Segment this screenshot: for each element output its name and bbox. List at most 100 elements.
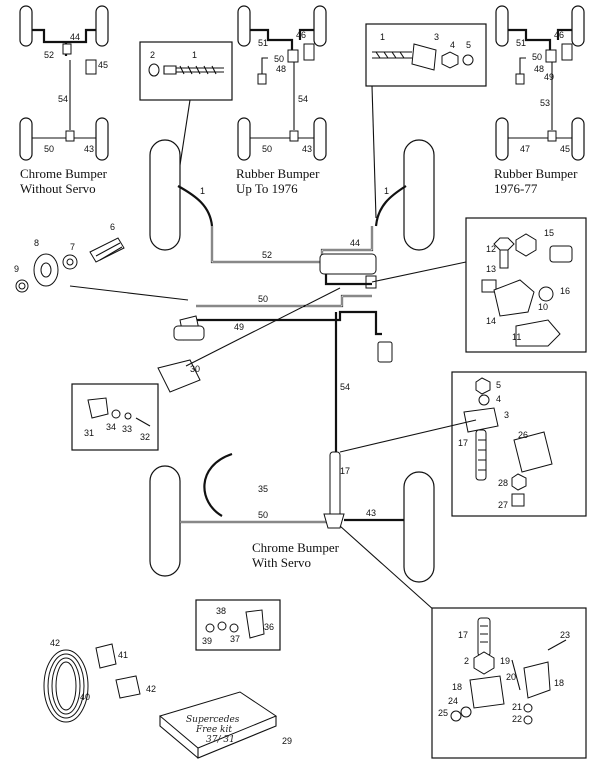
caption-chrome-servo-2: With Servo xyxy=(252,555,311,570)
part-number-label: 31 xyxy=(84,428,94,438)
part-number-label: 24 xyxy=(448,696,458,706)
main-rear-right-wheel xyxy=(403,471,435,583)
caption-rubber-7677-1: Rubber Bumper xyxy=(494,166,578,181)
part-number-label: 4 xyxy=(496,394,501,404)
connector xyxy=(62,43,72,55)
part-number-label: 50 xyxy=(274,54,284,64)
part-number-label: 52 xyxy=(262,250,272,260)
part-number-label: 17 xyxy=(340,466,350,476)
caption-chrome-no-servo-1: Chrome Bumper xyxy=(20,166,108,181)
part-number-label: 19 xyxy=(500,656,510,666)
union-parts: 9 8 7 6 xyxy=(14,222,189,301)
part-number-label: 21 xyxy=(512,702,522,712)
part-number-label: 11 xyxy=(512,332,521,342)
part-number-label: 20 xyxy=(506,672,516,682)
part-number-label: 1 xyxy=(200,186,205,196)
part-number-label: 17 xyxy=(458,438,468,448)
part-number-label: 49 xyxy=(234,322,244,332)
chrome-no-servo-diagram: 44 52 45 54 50 43 Chrome Bumper Without … xyxy=(19,5,109,196)
rubber-1976-diagram: 51 46 50 48 54 50 43 Rubber Bumper Up To… xyxy=(236,5,327,196)
part-number-label: 5 xyxy=(496,380,501,390)
part-number-label: 43 xyxy=(302,144,312,154)
part-number-label: 45 xyxy=(98,60,108,70)
front-right-wheel xyxy=(95,5,109,47)
t-piece xyxy=(65,130,75,142)
part-number-label: 38 xyxy=(216,606,226,616)
part-number-label: 18 xyxy=(452,682,462,692)
part-number-label: 17 xyxy=(458,630,468,640)
box-small: 38 39 37 36 xyxy=(195,599,281,651)
hose-detail-right: 1 3 4 5 xyxy=(365,23,487,219)
part-number-label: Free kit xyxy=(195,725,232,735)
part-number-label: 45 xyxy=(560,144,570,154)
part-number-label: 35 xyxy=(258,484,268,494)
caption-chrome-no-servo-2: Without Servo xyxy=(20,181,96,196)
part-number-label: 30 xyxy=(190,364,200,374)
part-number-label: 7 xyxy=(70,242,75,252)
part-number-label: 34 xyxy=(106,422,116,432)
box-rear: 17 23 2 19 20 18 18 24 25 21 22 xyxy=(431,607,587,759)
part-number-label: 50 xyxy=(532,52,542,62)
part-number-label: 50 xyxy=(258,294,268,304)
part-number-label: 33 xyxy=(122,424,132,434)
part-number-label: 32 xyxy=(140,432,150,442)
part-number-label: 43 xyxy=(84,144,94,154)
part-number-label: 48 xyxy=(276,64,286,74)
part-number-label: 44 xyxy=(70,32,80,42)
part-number-label: 18 xyxy=(554,678,564,688)
part-number-label: 15 xyxy=(544,228,554,238)
part-number-label: Supercedes xyxy=(186,715,240,725)
part-number-label: 37 xyxy=(230,634,240,644)
part-number-label: 12 xyxy=(486,244,496,254)
caption-rubber-1976-1: Rubber Bumper xyxy=(236,166,320,181)
part-number-label: 3 xyxy=(504,410,509,420)
part-number-label: 4 xyxy=(450,40,455,50)
main-front-axle: 1 1 52 44 50 49 54 xyxy=(149,139,435,452)
part-number-label: 39 xyxy=(202,636,212,646)
part-number-label: 3 xyxy=(434,32,439,42)
front-left-wheel xyxy=(19,5,33,47)
part-number-label: 51 xyxy=(516,38,526,48)
part-number-label: 1 xyxy=(380,32,385,42)
part-number-label: 53 xyxy=(540,98,550,108)
main-rear-axle: 17 50 43 35 Chrome Bumper With Servo xyxy=(149,451,455,629)
part-number-label: 52 xyxy=(44,50,54,60)
part-number-label: 1 xyxy=(384,186,389,196)
main-front-right-wheel xyxy=(403,139,435,251)
part-number-label: 43 xyxy=(366,508,376,518)
part-number-label: 40 xyxy=(80,692,90,702)
part-number-label: 10 xyxy=(538,302,548,312)
part-number-label: 37/ 31 xyxy=(206,735,235,745)
brake-light-switch xyxy=(377,341,393,363)
part-number-label: 50 xyxy=(44,144,54,154)
rubber-7677-diagram: 51 46 50 48 49 53 47 45 Rubber Bumper 19… xyxy=(494,5,585,196)
part-number-label: 2 xyxy=(150,50,155,60)
switch xyxy=(85,59,97,75)
part-number-label: 25 xyxy=(438,708,448,718)
part-number-label: 1 xyxy=(192,50,197,60)
part-number-label: 9 xyxy=(14,264,19,274)
loose-parts: 42 41 40 42 Supercedes Free kit 37/ 31 2… xyxy=(43,638,292,759)
part-number-label: 49 xyxy=(544,72,554,82)
part-number-label: 14 xyxy=(486,316,496,326)
box-bracket: 31 34 33 32 30 xyxy=(71,287,341,451)
main-rear-left-wheel xyxy=(149,465,181,577)
part-number-label: 41 xyxy=(118,650,128,660)
box-fittings: 12 15 13 10 16 14 11 xyxy=(371,217,587,353)
part-number-label: 13 xyxy=(486,264,496,274)
part-number-label: 54 xyxy=(340,382,350,392)
caption-chrome-servo-1: Chrome Bumper xyxy=(252,540,340,555)
part-number-label: 5 xyxy=(466,40,471,50)
part-number-label: 42 xyxy=(146,684,156,694)
part-number-label: 29 xyxy=(282,736,292,746)
part-number-label: 50 xyxy=(262,144,272,154)
part-number-label: 27 xyxy=(498,500,508,510)
rear-left-wheel xyxy=(19,117,33,161)
part-number-label: 46 xyxy=(296,30,306,40)
part-number-label: 42 xyxy=(50,638,60,648)
part-number-label: 54 xyxy=(58,94,68,104)
part-number-label: 44 xyxy=(350,238,360,248)
part-number-label: 54 xyxy=(298,94,308,104)
